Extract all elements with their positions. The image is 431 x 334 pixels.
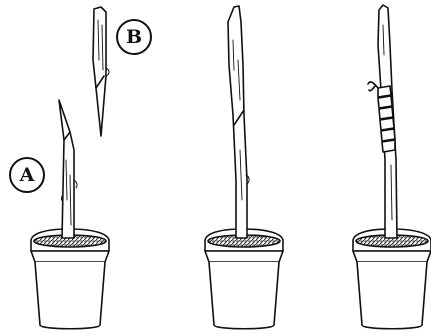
rootstock-stem-a (59, 100, 77, 238)
pot-1 (31, 229, 109, 329)
scion-b (93, 7, 109, 136)
pot-2 (205, 229, 283, 329)
label-b: B (116, 19, 152, 55)
grafted-stem (228, 6, 249, 238)
pot-3 (353, 229, 431, 329)
label-a: A (9, 157, 45, 193)
grafting-tape-wrap (368, 82, 395, 152)
